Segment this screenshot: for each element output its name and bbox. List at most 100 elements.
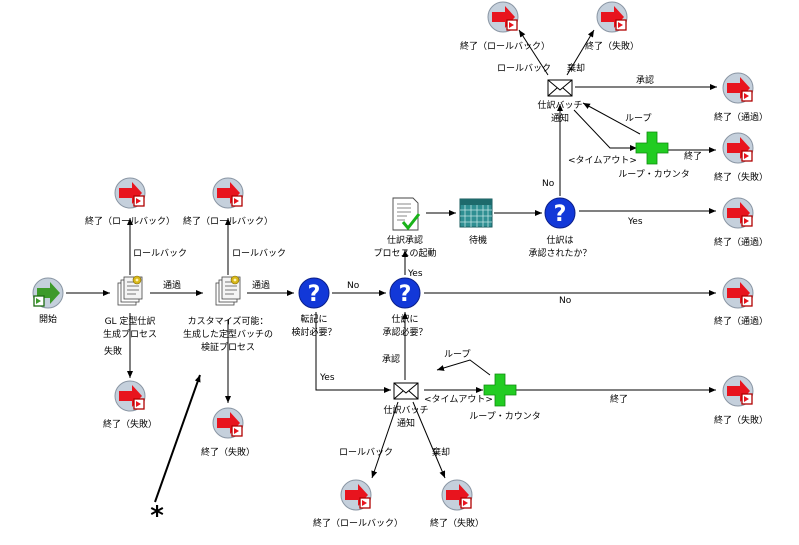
node-approval-start[interactable]: 仕訳承認 プロセスの起動 — [373, 197, 437, 259]
approval-start-label-2: プロセスの起動 — [373, 248, 436, 259]
label-pass-1: 通過 — [163, 280, 181, 291]
node-start[interactable]: 開始 — [32, 277, 64, 325]
node-bottom-notify[interactable]: 仕訳バッチ 通知 — [383, 382, 429, 429]
node-no-end-pass[interactable]: 終了（通過） — [714, 277, 768, 327]
label-timeout-2: <タイムアウト> — [424, 394, 493, 405]
top-notify-label-1: 仕訳バッチ — [537, 99, 582, 111]
label-no-3: No — [542, 179, 555, 189]
start-label: 開始 — [39, 313, 57, 325]
envelope-icon — [547, 79, 573, 97]
bottom-end-fail-label: 終了（失敗） — [430, 517, 484, 529]
wait-label: 待機 — [469, 234, 487, 246]
label-rollback-3: ロールバック — [497, 63, 551, 74]
end-arrow-icon — [722, 72, 754, 104]
end-arrow-icon — [722, 375, 754, 407]
node-approved-decision[interactable]: 仕訳は 承認されたか？ — [528, 197, 592, 259]
top-end-pass-label: 終了（通過） — [714, 111, 768, 123]
bottom-notify-label-2: 通知 — [397, 417, 415, 429]
process-document-icon — [215, 275, 241, 306]
node-yes-end-pass[interactable]: 終了（通過） — [714, 197, 768, 248]
node-bottom-end-fail[interactable]: 終了（失敗） — [430, 479, 484, 529]
approval-q-label-2: 承認必要？ — [382, 326, 427, 338]
question-circle-icon — [389, 277, 421, 309]
node-gl-end-fail[interactable]: 終了（失敗） — [103, 380, 157, 430]
callout-asterisk: * — [150, 501, 164, 531]
checklist-document-icon — [392, 197, 421, 231]
end-arrow-icon — [340, 479, 372, 511]
label-yes-3: Yes — [627, 217, 643, 227]
node-customize[interactable]: カスタマイズ可能： 生成した定型バッチの 検証プロセス — [183, 275, 273, 353]
bottom-end-rollback-label: 終了（ロールバック） — [313, 517, 403, 529]
label-end-1: 終了 — [684, 150, 702, 162]
end-arrow-icon — [722, 277, 754, 309]
end-arrow-icon — [596, 1, 628, 33]
question-circle-icon — [298, 277, 330, 309]
node-top-loop[interactable]: ループ・カウンタ — [618, 131, 690, 180]
node-gl-end-rollback[interactable]: 終了（ロールバック） — [85, 177, 175, 227]
node-wait[interactable]: 待機 — [459, 198, 493, 246]
gl-gen-label-2: 生成プロセス — [103, 328, 157, 340]
label-loop-2: ループ — [444, 349, 470, 360]
label-yes-2: Yes — [319, 373, 335, 383]
end-arrow-icon — [487, 1, 519, 33]
approved-q-label-1: 仕訳は — [546, 234, 573, 246]
node-bottom-loop[interactable]: ループ・カウンタ — [469, 373, 541, 422]
transfer-q-label-2: 検討必要？ — [291, 326, 336, 338]
end-arrow-icon — [114, 380, 146, 412]
end-arrow-icon — [114, 177, 146, 209]
envelope-icon — [393, 382, 419, 400]
label-reject-1: 棄却 — [567, 62, 585, 74]
top-loop-end-fail-label: 終了（失敗） — [714, 171, 768, 183]
node-top-end-pass[interactable]: 終了（通過） — [714, 72, 768, 123]
customize-label-1: カスタマイズ可能： — [188, 315, 269, 327]
node-top-end-fail[interactable]: 終了（失敗） — [585, 1, 639, 52]
node-bottom-loop-end-fail[interactable]: 終了（失敗） — [714, 375, 768, 426]
label-fail-1: 失敗 — [104, 345, 122, 357]
label-approve-2: 承認 — [636, 74, 654, 86]
cust-end-fail-label: 終了（失敗） — [201, 446, 255, 458]
node-cust-end-rollback[interactable]: 終了（ロールバック） — [183, 177, 273, 227]
label-loop-1: ループ — [625, 113, 651, 124]
question-circle-icon — [544, 197, 576, 229]
calendar-icon — [459, 198, 493, 228]
node-cust-end-fail[interactable]: 終了（失敗） — [201, 407, 255, 458]
node-top-loop-end-fail[interactable]: 終了（失敗） — [714, 132, 768, 183]
label-timeout-1: <タイムアウト> — [568, 155, 637, 166]
label-approve-1: 承認 — [382, 353, 400, 365]
node-approval-decision[interactable]: 仕訳に 承認必要？ — [382, 277, 428, 338]
customize-label-3: 検証プロセス — [201, 341, 255, 353]
bottom-loop-label: ループ・カウンタ — [469, 411, 540, 422]
approval-q-label-1: 仕訳に — [391, 313, 418, 325]
node-top-end-rollback[interactable]: 終了（ロールバック） — [460, 1, 550, 52]
yes-end-pass-label: 終了（通過） — [714, 236, 768, 248]
top-end-rollback-label: 終了（ロールバック） — [460, 40, 550, 52]
top-end-fail-label: 終了（失敗） — [585, 40, 639, 52]
label-pass-2: 通過 — [252, 280, 270, 291]
node-top-notify[interactable]: 仕訳バッチ 通知 — [537, 79, 583, 124]
label-rollback-1: ロールバック — [133, 248, 187, 259]
bottom-loop-end-fail-label: 終了（失敗） — [714, 414, 768, 426]
bottom-notify-label-1: 仕訳バッチ — [383, 404, 428, 416]
label-yes-1: Yes — [407, 269, 423, 279]
process-document-icon — [117, 275, 143, 306]
node-bottom-end-rollback[interactable]: 終了（ロールバック） — [313, 479, 403, 529]
label-end-2: 終了 — [610, 393, 628, 405]
top-loop-label: ループ・カウンタ — [618, 169, 689, 180]
transfer-q-label-1: 転記に — [300, 313, 327, 325]
label-no-2: No — [559, 296, 572, 306]
cust-end-rollback-label: 終了（ロールバック） — [183, 215, 273, 227]
end-arrow-icon — [441, 479, 473, 511]
gl-end-fail-label: 終了（失敗） — [103, 418, 157, 430]
label-rollback-2: ロールバック — [232, 248, 286, 259]
top-notify-label-2: 通知 — [551, 112, 569, 124]
node-transfer-decision[interactable]: 転記に 検討必要？ — [291, 277, 337, 338]
start-arrow-icon — [32, 277, 64, 309]
label-reject-2: 棄却 — [432, 446, 450, 458]
no-end-pass-label: 終了（通過） — [714, 315, 768, 327]
customize-label-2: 生成した定型バッチの — [183, 328, 273, 340]
end-arrow-icon — [212, 177, 244, 209]
label-rollback-4: ロールバック — [339, 447, 393, 458]
node-gl-generation[interactable]: GL 定型仕訳 生成プロセス — [103, 275, 157, 340]
approved-q-label-2: 承認されたか？ — [528, 247, 591, 259]
